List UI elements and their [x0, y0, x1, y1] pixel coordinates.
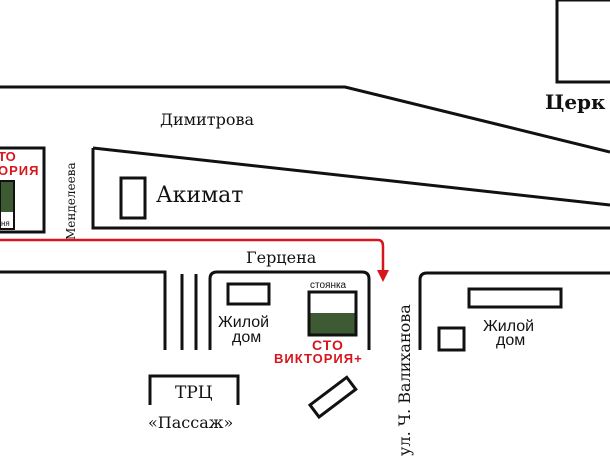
residential-right-building — [467, 287, 563, 309]
sto-block — [208, 270, 371, 350]
sto-label-line2: ВИКТОРИЯ+ — [274, 351, 363, 366]
dimitrova-north-edge — [0, 85, 610, 154]
route-arrow — [377, 270, 389, 282]
left-parking-fill — [0, 181, 14, 212]
sto-label-line1: СТО — [312, 337, 344, 353]
residential-left-line2: дом — [232, 329, 261, 346]
rotated-building — [307, 375, 358, 420]
trc-label-line1: ТРЦ — [175, 383, 213, 403]
route-line — [0, 238, 385, 273]
parking-label: стоянка — [310, 280, 347, 291]
street-label-gertsena: Герцена — [246, 248, 317, 267]
street-label-valikhanova: ул. Ч. Валиханова — [395, 304, 414, 456]
street-label-dimitrova: Димитрова — [160, 110, 255, 129]
residential-left-building — [226, 282, 271, 306]
left-block — [0, 146, 46, 234]
left-small-label: ня — [1, 219, 10, 228]
akimat-building — [119, 176, 147, 220]
church-label: Церк — [545, 90, 606, 114]
trc-building — [148, 374, 240, 405]
street-label-mendeleeva: Менделеева — [64, 162, 78, 240]
left-sto-line1: ТО — [0, 149, 16, 164]
residential-left-line1: Жилой — [218, 314, 269, 331]
sto-parking-fill — [309, 313, 356, 335]
left-parking-box — [0, 180, 15, 230]
akimat-block — [91, 146, 610, 230]
lower-left-edge — [0, 270, 167, 350]
residential-right-line2: дом — [496, 332, 525, 349]
akimat-label: Акимат — [156, 183, 243, 208]
trc-label-line2: «Пассаж» — [148, 413, 233, 432]
sto-parking-box — [307, 290, 358, 337]
small-right-building — [437, 326, 466, 352]
left-sto-line2: ОРИЯ — [0, 163, 39, 178]
residential-right-line1: Жилой — [483, 318, 534, 335]
church-building — [555, 0, 610, 84]
right-block — [418, 271, 610, 350]
